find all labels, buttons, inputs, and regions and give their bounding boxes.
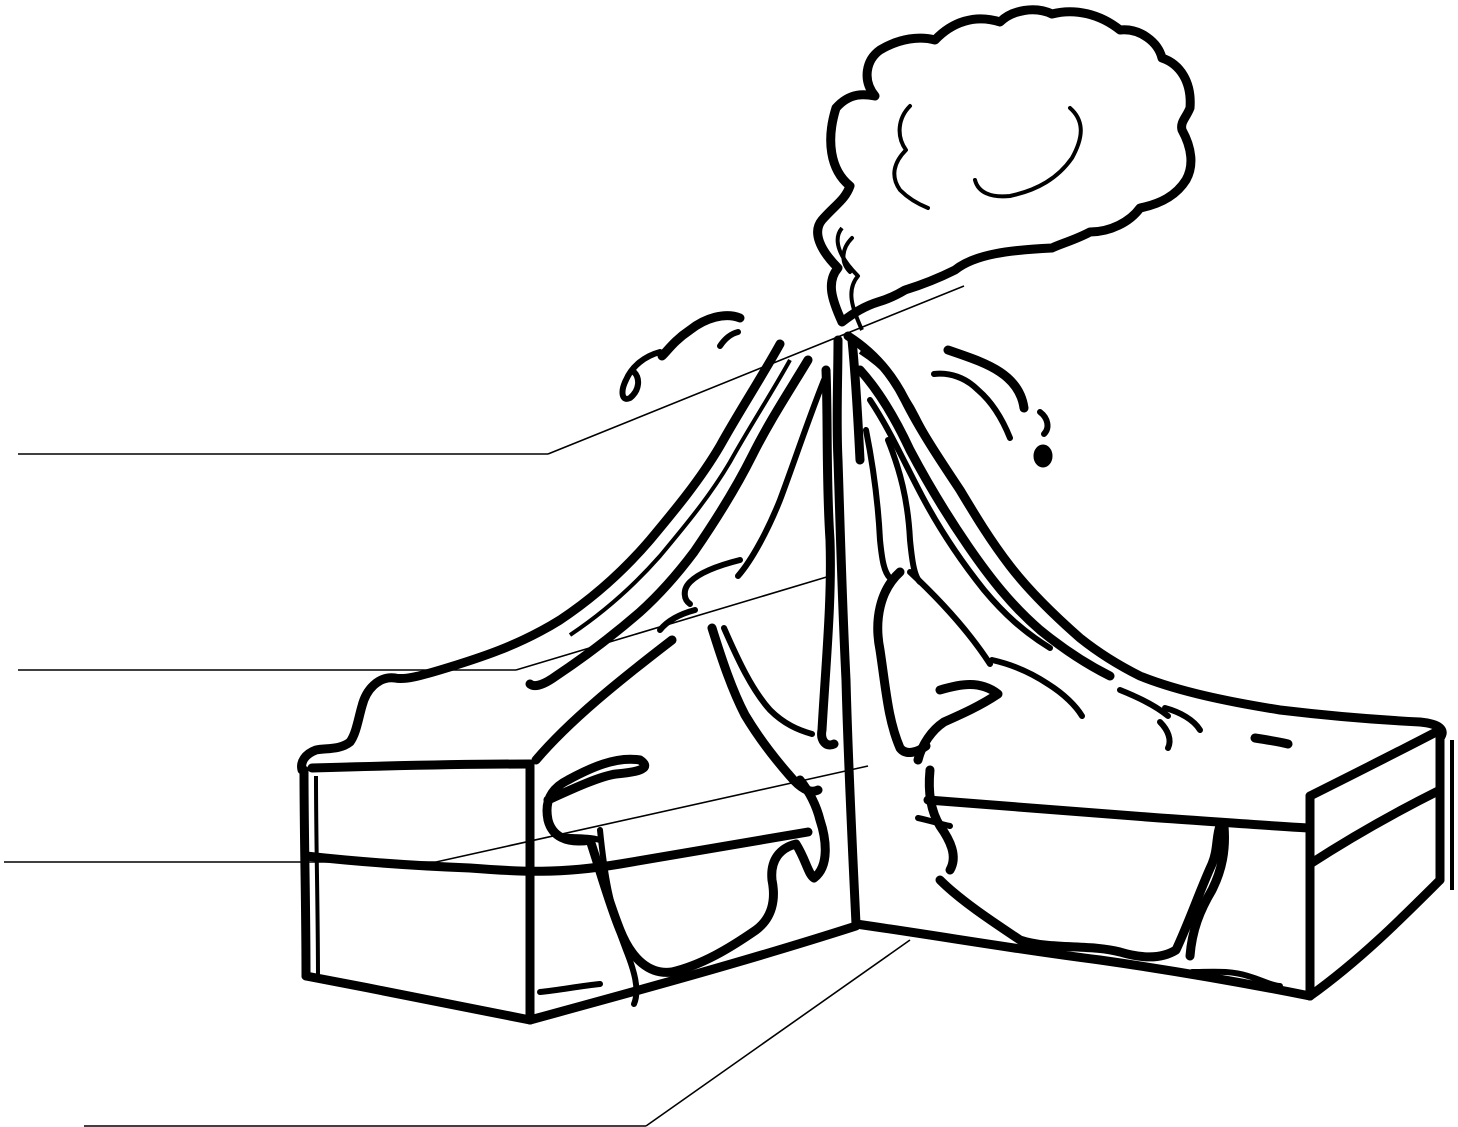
- central-vent: [822, 340, 990, 924]
- right-crust-block: [856, 730, 1452, 996]
- ash-cloud: [818, 10, 1191, 330]
- volcano-cone: [302, 336, 1443, 770]
